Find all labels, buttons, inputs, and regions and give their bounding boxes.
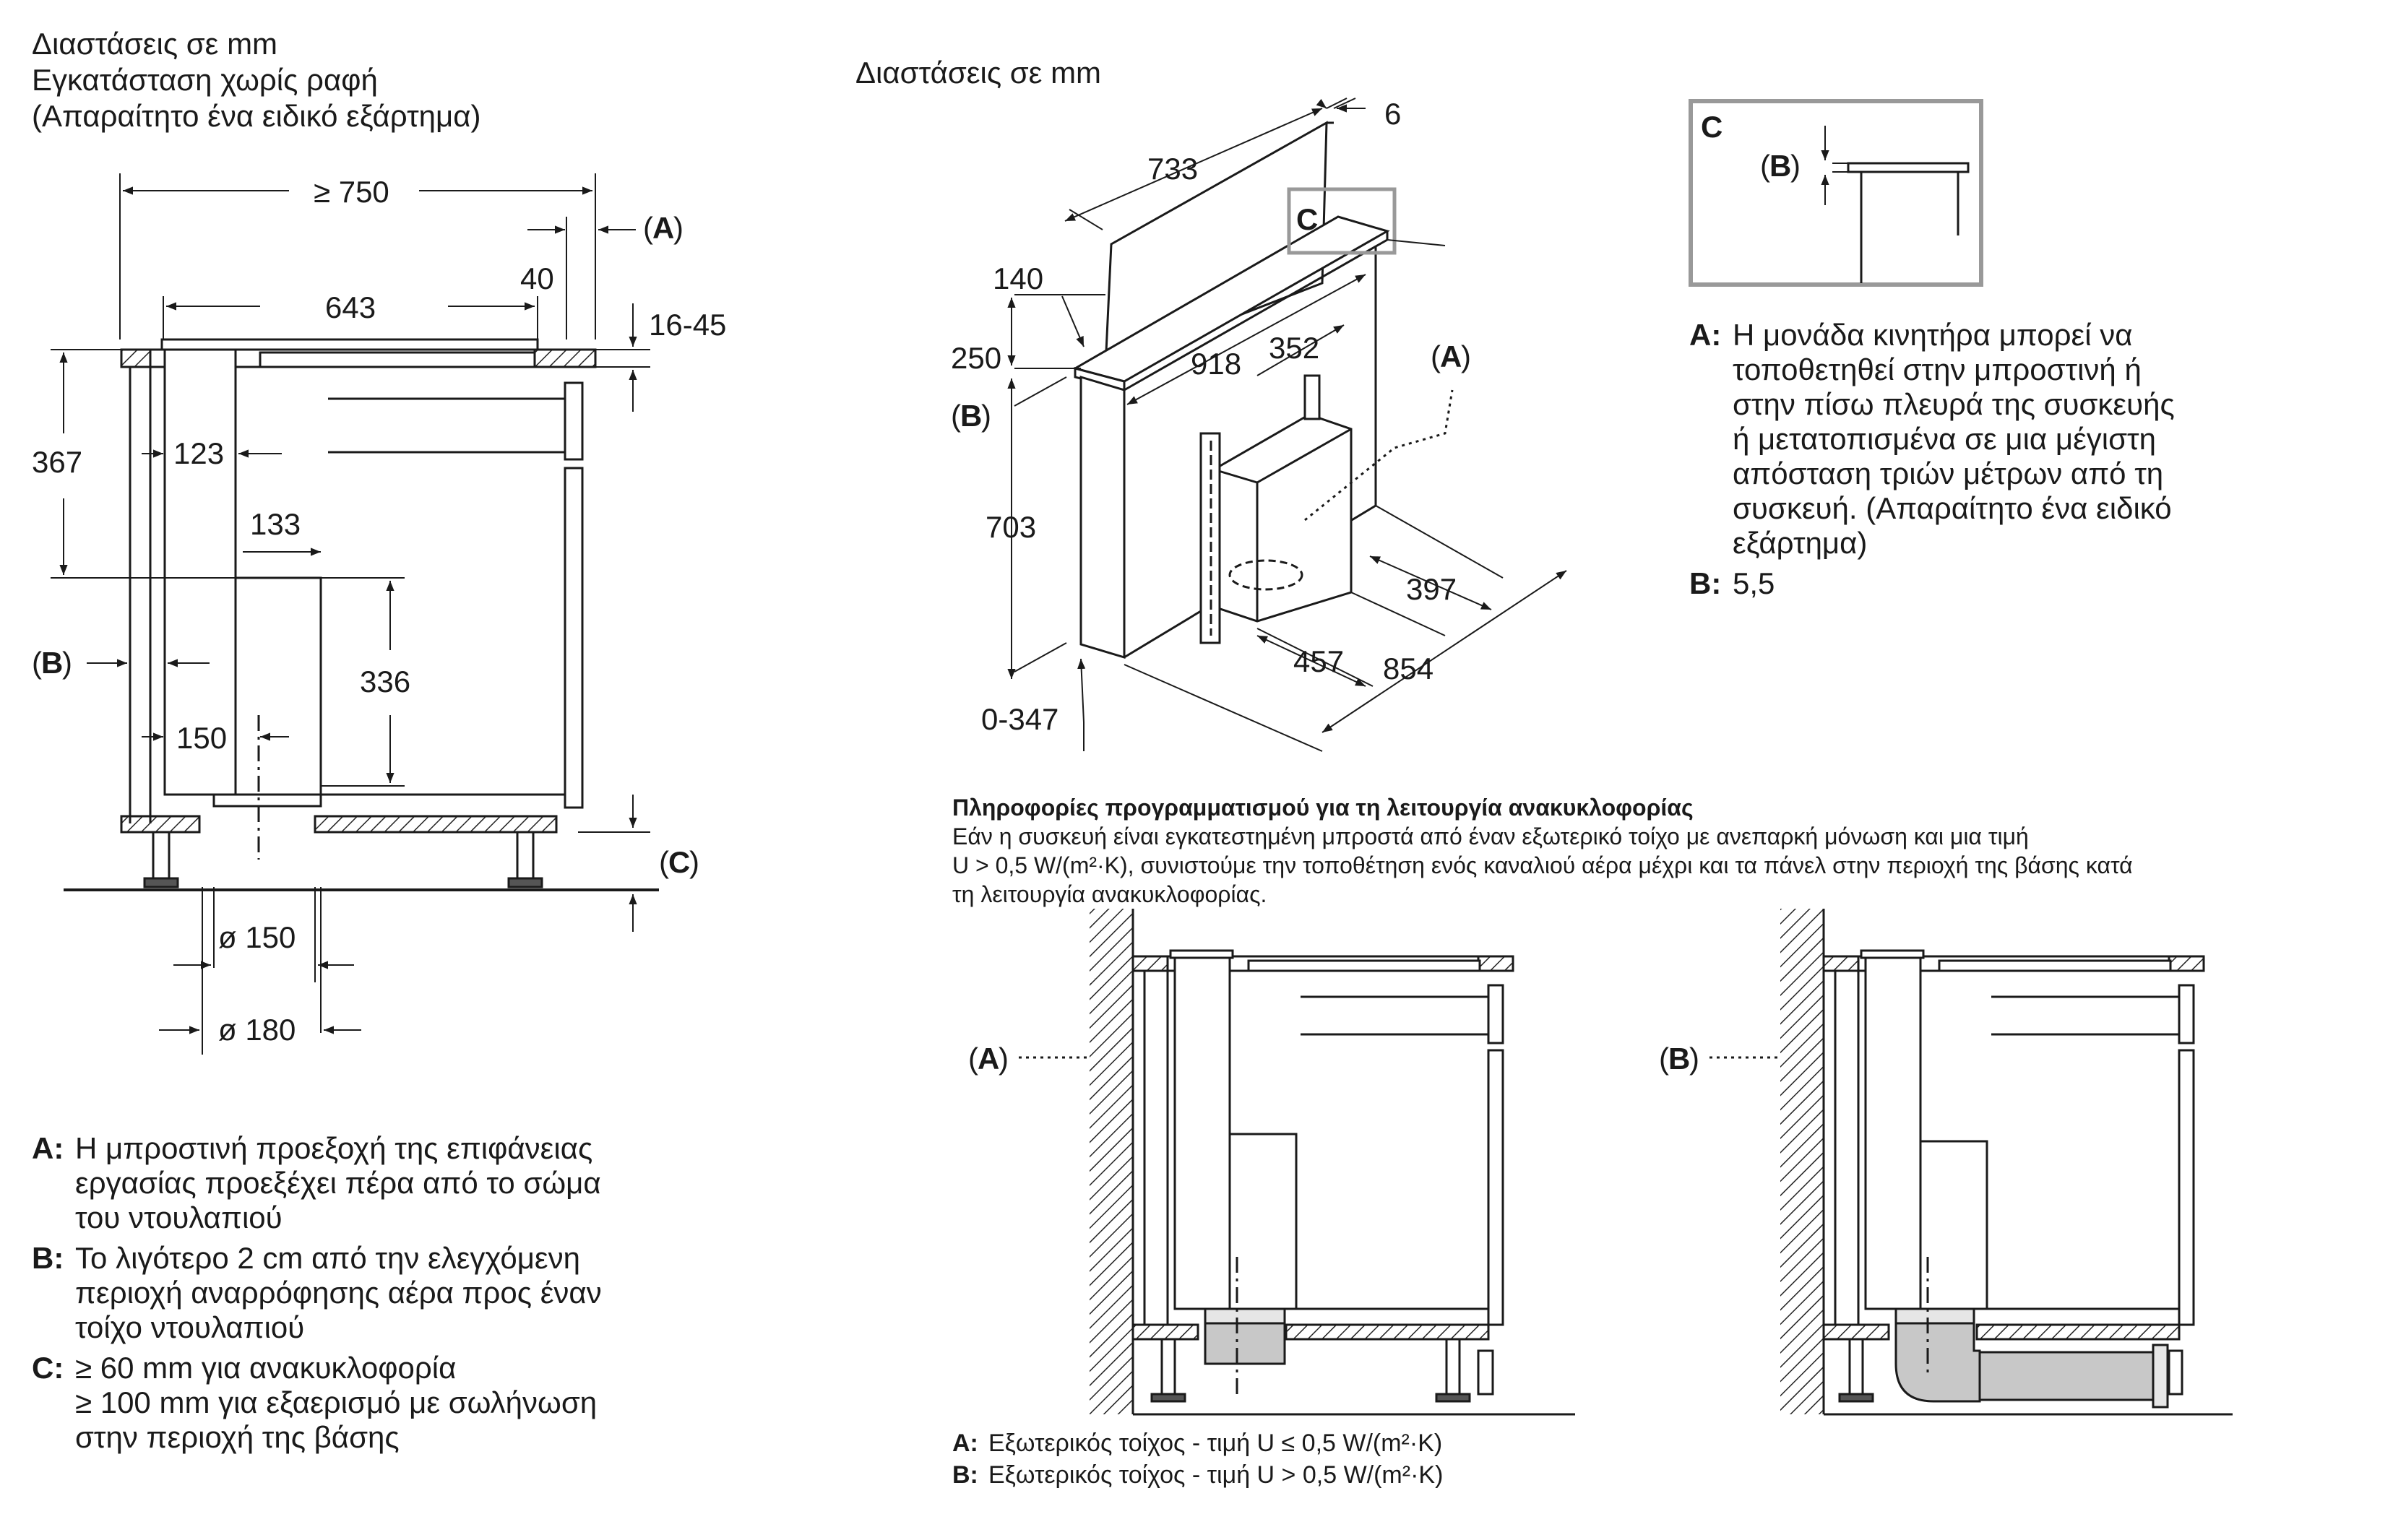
dim-750: ≥ 750 [314,175,389,209]
right-legend-key-a: A: [1689,318,1722,352]
iso-b-label: B [960,399,982,433]
iso-dim-140: 140 [993,261,1043,295]
left-legend-text-b: Το λιγότερο 2 cm από την ελεγχόμενη περι… [75,1241,602,1344]
iso-dim-0-347: 0-347 [981,702,1058,736]
dim-diam-180: ø 180 [218,1013,296,1047]
iso-b-open: ( [951,399,961,433]
dim-c-open: ( [659,845,669,879]
dim-643: 643 [325,290,376,324]
iso-dim-733: 733 [1147,152,1198,186]
scenario-a-open: ( [968,1042,978,1076]
scenario-legend-key-a: A: [952,1429,978,1457]
left-header-line-3: (Απαραίτητο ένα ειδικό εξάρτημα) [32,99,481,133]
left-legend-text-c: ≥ 60 mm για ανακυκλοφορία ≥ 100 mm για ε… [75,1351,598,1454]
dim-133: 133 [250,507,301,541]
dim-b-label: B [41,646,63,680]
isometric-drawing [1007,98,1567,752]
dim-336: 336 [360,665,410,698]
dim-123: 123 [173,436,224,470]
scenario-legend-item-b: B: Εξωτερικός τοίχος - τιμή U > 0,5 W/(m… [952,1459,1603,1491]
right-legend-key-b: B: [1689,566,1722,600]
scenario-legend: A: Εξωτερικός τοίχος - τιμή U ≤ 0,5 W/(m… [952,1427,1603,1491]
scenario-legend-text-a: Εξωτερικός τοίχος - τιμή U ≤ 0,5 W/(m²·K… [988,1429,1443,1457]
dim-c-close: ) [689,845,699,879]
dim-b-close: ) [62,646,72,680]
detail-b-open: ( [1760,149,1770,183]
programming-line-1: Εάν η συσκευή είναι εγκατεστημένη μπροστ… [952,823,2029,849]
scenario-b-open: ( [1659,1042,1669,1076]
iso-dim-703: 703 [986,510,1036,544]
left-section-drawing [51,173,659,1055]
programming-line-2: U > 0,5 W/(m²·K), συνιστούμε την τοποθέτ… [952,852,2133,878]
middle-header: Διαστάσεις σε mm [855,56,1102,90]
dim-diam-150: ø 150 [218,920,296,954]
detail-b-close: ) [1790,149,1801,183]
dim-a-open: ( [643,211,653,245]
iso-dim-457: 457 [1293,644,1344,678]
scenario-a-close: ) [999,1042,1009,1076]
detail-c-label: C [1701,110,1722,144]
left-legend-text-a: Η μπροστινή προεξοχή της επιφάνειας εργα… [75,1131,601,1234]
dim-367: 367 [32,445,82,479]
dim-a-label: A [652,211,674,245]
left-legend-key-c: C: [32,1351,64,1385]
iso-a-open: ( [1431,339,1441,373]
scenario-b-drawing [1709,909,2233,1416]
right-legend-text-b: 5,5 [1733,566,1775,600]
iso-dim-397: 397 [1406,572,1457,606]
right-legend-item-a: A: Η μονάδα κινητήρα μπορεί να τοποθετηθ… [1689,318,2340,561]
programming-title: Πληροφορίες προγραμματισμού για τη λειτο… [952,795,1694,821]
dim-b-open: ( [32,646,42,680]
scenario-a-drawing [1019,909,1575,1416]
scenario-a-label: A [978,1042,999,1076]
scenario-b-close: ) [1689,1042,1699,1076]
left-legend-item-a: A: Η μπροστινή προεξοχή της επιφάνειας ε… [32,1131,754,1235]
programming-info: Πληροφορίες προγραμματισμού για τη λειτο… [952,793,2368,909]
iso-dim-6: 6 [1384,97,1401,131]
left-header-line-2: Εγκατάσταση χωρίς ραφή [32,63,378,97]
iso-dim-250: 250 [951,341,1001,375]
scenario-legend-key-b: B: [952,1461,978,1489]
iso-b-close: ) [981,399,991,433]
detail-b-label: B [1769,149,1791,183]
right-legend-text-a: Η μονάδα κινητήρα μπορεί να τοποθετηθεί … [1733,318,2175,560]
dim-a-close: ) [673,211,684,245]
dim-c-label: C [668,845,690,879]
programming-line-3: τη λειτουργία ανακυκλοφορίας. [952,881,1267,907]
left-header-line-1: Διαστάσεις σε mm [32,27,278,61]
iso-dim-352: 352 [1269,331,1319,365]
iso-dim-918: 918 [1191,347,1241,381]
iso-c-label: C [1296,202,1318,236]
iso-dim-854: 854 [1383,652,1433,685]
scenario-b-label: B [1668,1042,1690,1076]
detail-c-drawing [1689,99,1983,287]
iso-a-label: A [1440,339,1462,373]
scenario-legend-text-b: Εξωτερικός τοίχος - τιμή U > 0,5 W/(m²·K… [988,1461,1444,1489]
dim-16-45: 16-45 [649,308,726,342]
scenario-legend-item-a: A: Εξωτερικός τοίχος - τιμή U ≤ 0,5 W/(m… [952,1427,1603,1459]
dim-40: 40 [520,261,554,295]
dim-150: 150 [176,721,227,755]
iso-a-close: ) [1461,339,1471,373]
left-legend-key-a: A: [32,1131,64,1165]
left-legend-item-b: B: Το λιγότερο 2 cm από την ελεγχόμενη π… [32,1241,754,1345]
left-legend-key-b: B: [32,1241,64,1275]
right-legend-item-b: B: 5,5 [1689,566,2340,601]
left-legend: A: Η μπροστινή προεξοχή της επιφάνειας ε… [32,1131,754,1461]
right-legend: A: Η μονάδα κινητήρα μπορεί να τοποθετηθ… [1689,318,2340,607]
left-legend-item-c: C: ≥ 60 mm για ανακυκλοφορία ≥ 100 mm γι… [32,1351,754,1455]
